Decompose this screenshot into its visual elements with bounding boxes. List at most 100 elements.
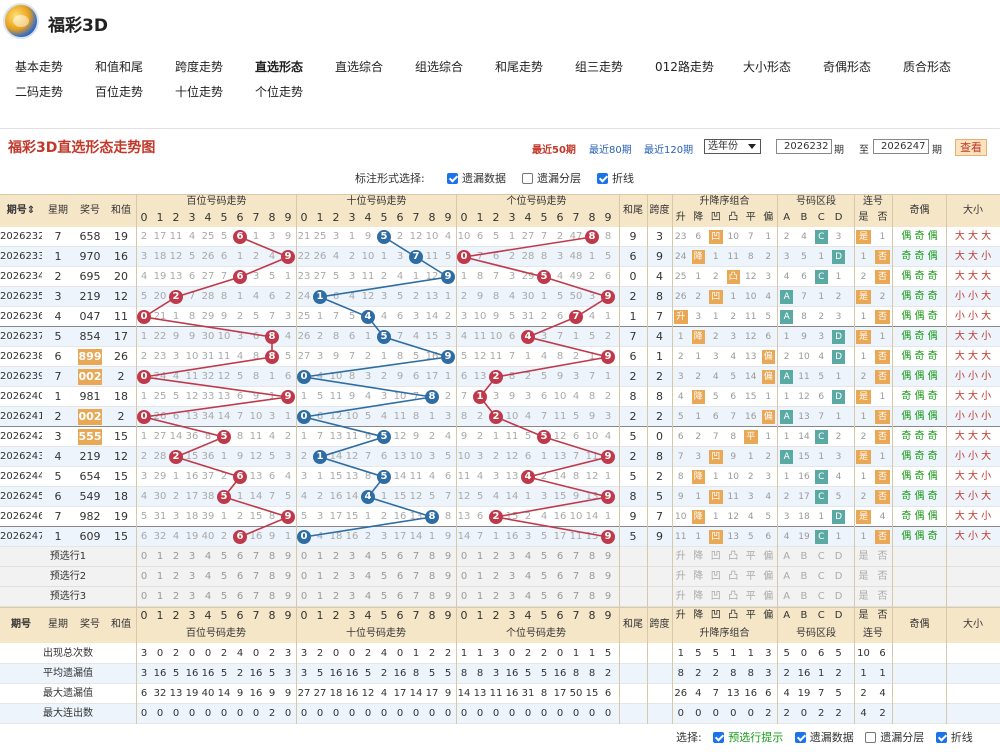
preselect-digit[interactable]: 7 bbox=[412, 591, 420, 602]
nav-link[interactable]: 012路走势 bbox=[655, 60, 714, 74]
checkbox-icon[interactable] bbox=[522, 173, 533, 184]
preselect-digit[interactable]: 4 bbox=[204, 571, 212, 582]
preselect-zone[interactable]: C bbox=[817, 551, 825, 562]
preselect-digit[interactable]: 5 bbox=[540, 591, 548, 602]
preselect-order[interactable]: 平 bbox=[745, 551, 756, 562]
preselect-consec[interactable]: 是 bbox=[858, 551, 869, 562]
preselect-digit[interactable]: 9 bbox=[604, 551, 612, 562]
checkbox-icon[interactable] bbox=[935, 732, 947, 743]
preselect-digit[interactable]: 9 bbox=[444, 551, 452, 562]
preselect-digit[interactable]: 1 bbox=[476, 551, 484, 562]
nav-link[interactable]: 个位走势 bbox=[255, 85, 304, 99]
preselect-zone[interactable]: D bbox=[834, 591, 843, 602]
nav-link[interactable]: 二码走势 bbox=[15, 85, 64, 99]
preselect-digit[interactable]: 4 bbox=[364, 571, 372, 582]
preselect-digit[interactable]: 4 bbox=[524, 571, 532, 582]
preselect-digit[interactable]: 9 bbox=[284, 591, 292, 602]
preselect-order[interactable]: 降 bbox=[693, 551, 704, 562]
preselect-digit[interactable]: 2 bbox=[172, 551, 180, 562]
preselect-order[interactable]: 升 bbox=[675, 591, 686, 602]
preselect-digit[interactable]: 4 bbox=[524, 551, 532, 562]
preselect-digit[interactable]: 7 bbox=[252, 551, 260, 562]
checkbox-icon[interactable] bbox=[597, 173, 608, 184]
preselect-order[interactable]: 偏 bbox=[763, 591, 774, 602]
preselect-order[interactable]: 凹 bbox=[710, 591, 721, 602]
preselect-order[interactable]: 凸 bbox=[728, 571, 739, 582]
preselect-digit[interactable]: 8 bbox=[268, 591, 276, 602]
preselect-order[interactable]: 降 bbox=[693, 571, 704, 582]
preselect-digit[interactable]: 1 bbox=[476, 571, 484, 582]
preselect-digit[interactable]: 0 bbox=[460, 571, 468, 582]
preselect-consec[interactable]: 是 bbox=[858, 571, 869, 582]
to-issue-input[interactable]: 2026247 bbox=[873, 139, 929, 154]
nav-link[interactable]: 质合形态 bbox=[903, 60, 952, 74]
nav-link[interactable]: 直选综合 bbox=[335, 60, 384, 74]
preselect-digit[interactable]: 2 bbox=[332, 571, 340, 582]
preselect-digit[interactable]: 9 bbox=[284, 571, 292, 582]
range-50-link[interactable]: 最近50期 bbox=[532, 145, 576, 156]
preselect-digit[interactable]: 0 bbox=[140, 571, 148, 582]
preselect-digit[interactable]: 0 bbox=[300, 571, 308, 582]
preselect-digit[interactable]: 8 bbox=[268, 551, 276, 562]
preselect-order[interactable]: 凸 bbox=[728, 591, 739, 602]
range-120-link[interactable]: 最近120期 bbox=[644, 145, 694, 156]
preselect-consec[interactable]: 否 bbox=[877, 591, 888, 602]
checkbox-icon[interactable] bbox=[713, 732, 725, 743]
preselect-digit[interactable]: 6 bbox=[236, 571, 244, 582]
preselect-digit[interactable]: 6 bbox=[236, 591, 244, 602]
preselect-zone[interactable]: B bbox=[800, 571, 808, 582]
preselect-digit[interactable]: 1 bbox=[316, 551, 324, 562]
preselect-digit[interactable]: 3 bbox=[508, 551, 516, 562]
preselect-digit[interactable]: 8 bbox=[268, 571, 276, 582]
preselect-digit[interactable]: 7 bbox=[252, 571, 260, 582]
preselect-digit[interactable]: 7 bbox=[412, 571, 420, 582]
preselect-digit[interactable]: 6 bbox=[556, 571, 564, 582]
preselect-zone[interactable]: A bbox=[783, 571, 791, 582]
preselect-order[interactable]: 凸 bbox=[728, 551, 739, 562]
preselect-order[interactable]: 降 bbox=[693, 591, 704, 602]
preselect-digit[interactable]: 6 bbox=[396, 551, 404, 562]
preselect-zone[interactable]: A bbox=[783, 551, 791, 562]
nav-link[interactable]: 和值和尾 bbox=[95, 60, 144, 74]
preselect-digit[interactable]: 3 bbox=[508, 571, 516, 582]
preselect-digit[interactable]: 1 bbox=[316, 591, 324, 602]
opt-line-checkbox[interactable]: 折线 bbox=[597, 170, 634, 185]
preselect-zone[interactable]: C bbox=[817, 571, 825, 582]
preselect-digit[interactable]: 1 bbox=[476, 591, 484, 602]
preselect-digit[interactable]: 1 bbox=[156, 571, 164, 582]
hint-checkbox[interactable]: 预选行提示 bbox=[713, 731, 783, 744]
preselect-digit[interactable]: 3 bbox=[508, 591, 516, 602]
preselect-digit[interactable]: 9 bbox=[284, 551, 292, 562]
preselect-digit[interactable]: 0 bbox=[460, 551, 468, 562]
preselect-digit[interactable]: 0 bbox=[140, 591, 148, 602]
nav-link[interactable]: 大小形态 bbox=[743, 60, 792, 74]
preselect-digit[interactable]: 3 bbox=[348, 591, 356, 602]
year-select[interactable]: 选年份 bbox=[704, 139, 761, 154]
nav-link[interactable]: 奇偶形态 bbox=[823, 60, 872, 74]
preselect-digit[interactable]: 6 bbox=[236, 551, 244, 562]
preselect-order[interactable]: 平 bbox=[745, 571, 756, 582]
preselect-digit[interactable]: 6 bbox=[396, 591, 404, 602]
preselect-order[interactable]: 凹 bbox=[710, 571, 721, 582]
preselect-zone[interactable]: A bbox=[783, 591, 791, 602]
preselect-digit[interactable]: 2 bbox=[492, 591, 500, 602]
preselect-digit[interactable]: 7 bbox=[412, 551, 420, 562]
preselect-digit[interactable]: 6 bbox=[556, 591, 564, 602]
preselect-zone[interactable]: B bbox=[800, 591, 808, 602]
nav-link[interactable]: 跨度走势 bbox=[175, 60, 224, 74]
preselect-digit[interactable]: 8 bbox=[428, 551, 436, 562]
preselect-digit[interactable]: 6 bbox=[396, 571, 404, 582]
preselect-digit[interactable]: 3 bbox=[188, 551, 196, 562]
query-button[interactable]: 查看 bbox=[955, 139, 987, 156]
preselect-digit[interactable]: 4 bbox=[204, 551, 212, 562]
preselect-digit[interactable]: 7 bbox=[572, 551, 580, 562]
preselect-digit[interactable]: 1 bbox=[316, 571, 324, 582]
preselect-digit[interactable]: 7 bbox=[572, 571, 580, 582]
preselect-digit[interactable]: 8 bbox=[588, 551, 596, 562]
preselect-digit[interactable]: 0 bbox=[140, 551, 148, 562]
preselect-digit[interactable]: 4 bbox=[364, 591, 372, 602]
opt-missing-checkbox[interactable]: 遗漏数据 bbox=[447, 170, 506, 185]
preselect-order[interactable]: 偏 bbox=[763, 551, 774, 562]
preselect-digit[interactable]: 4 bbox=[364, 551, 372, 562]
preselect-digit[interactable]: 0 bbox=[300, 551, 308, 562]
